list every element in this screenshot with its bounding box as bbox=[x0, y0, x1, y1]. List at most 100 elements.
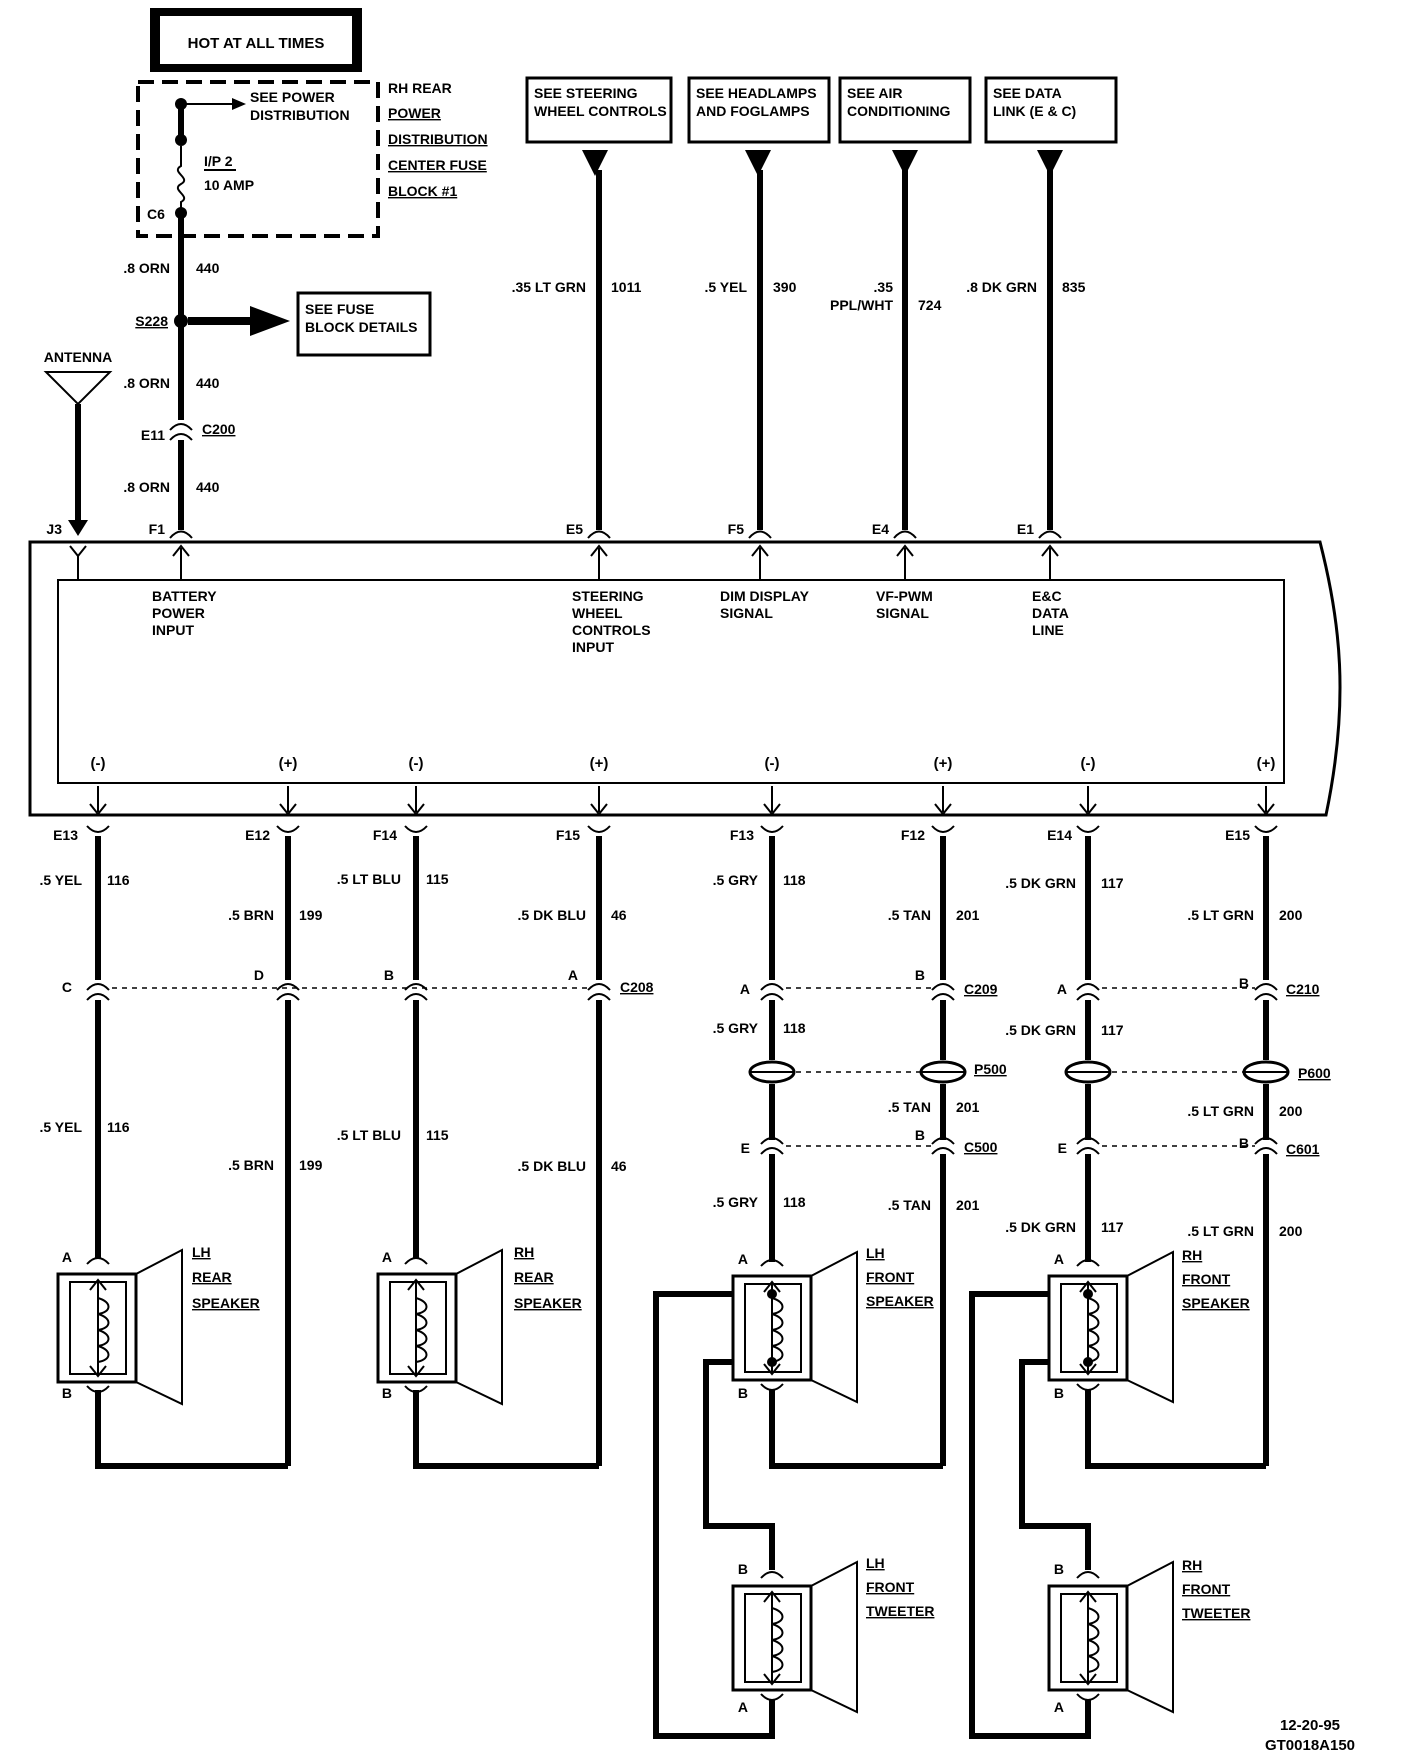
svg-text:201: 201 bbox=[956, 1197, 980, 1213]
svg-text:A: A bbox=[62, 1249, 72, 1265]
svg-text:B: B bbox=[915, 967, 925, 983]
svg-text:SPEAKER: SPEAKER bbox=[514, 1295, 582, 1311]
svg-text:E: E bbox=[1058, 1140, 1067, 1156]
wire-440-label-1: .8 ORN bbox=[123, 260, 170, 276]
fuse-block-label: RH REAR POWER DISTRIBUTION CENTER FUSE B… bbox=[388, 80, 488, 199]
lh-front-speaker-icon: A B bbox=[731, 1250, 858, 1404]
svg-text:STEERING: STEERING bbox=[572, 588, 644, 604]
svg-text:FRONT: FRONT bbox=[1182, 1271, 1231, 1287]
svg-text:RH REAR: RH REAR bbox=[388, 80, 452, 96]
grommet-p600: P600 bbox=[1064, 1060, 1331, 1084]
svg-text:A: A bbox=[382, 1249, 392, 1265]
svg-text:TWEETER: TWEETER bbox=[1182, 1605, 1250, 1621]
connector-c210: C210 bbox=[1076, 981, 1320, 1001]
wire-835: .8 DK GRN 835 E1 bbox=[966, 150, 1086, 539]
svg-text:E11: E11 bbox=[141, 427, 165, 443]
svg-text:F1: F1 bbox=[149, 521, 166, 537]
dim-display-signal-label: DIM DISPLAY SIGNAL bbox=[720, 588, 810, 621]
svg-text:SPEAKER: SPEAKER bbox=[192, 1295, 260, 1311]
svg-text:E&C: E&C bbox=[1032, 588, 1062, 604]
svg-text:C601: C601 bbox=[1286, 1141, 1320, 1157]
svg-text:B: B bbox=[1239, 1135, 1249, 1151]
svg-text:117: 117 bbox=[1101, 875, 1124, 891]
svg-text:724: 724 bbox=[918, 297, 942, 313]
svg-text:C210: C210 bbox=[1286, 981, 1320, 997]
svg-text:DISTRIBUTION: DISTRIBUTION bbox=[388, 131, 488, 147]
svg-text:116: 116 bbox=[107, 872, 130, 888]
svg-text:117: 117 bbox=[1101, 1022, 1124, 1038]
svg-text:C: C bbox=[62, 979, 72, 995]
output-e12: (+) E12 .5 BRN 199 .5 BRN 199 D bbox=[228, 755, 322, 1173]
svg-text:201: 201 bbox=[956, 907, 980, 923]
svg-text:LINK (E & C): LINK (E & C) bbox=[993, 103, 1076, 119]
svg-text:.5 LT GRN: .5 LT GRN bbox=[1187, 1103, 1254, 1119]
svg-text:A: A bbox=[740, 981, 750, 997]
svg-text:.8 ORN: .8 ORN bbox=[123, 375, 170, 391]
svg-text:.5 YEL: .5 YEL bbox=[39, 1119, 82, 1135]
see-fuse-block-box bbox=[296, 291, 432, 357]
svg-text:POWER: POWER bbox=[388, 105, 441, 121]
svg-text:I/P 2: I/P 2 bbox=[204, 153, 233, 169]
svg-text:WHEEL CONTROLS: WHEEL CONTROLS bbox=[534, 103, 667, 119]
svg-text:SEE FUSE: SEE FUSE bbox=[305, 301, 374, 317]
svg-text:FRONT: FRONT bbox=[866, 1579, 915, 1595]
svg-text:VF-PWM: VF-PWM bbox=[876, 588, 933, 604]
svg-text:B: B bbox=[915, 1127, 925, 1143]
svg-text:DISTRIBUTION: DISTRIBUTION bbox=[250, 107, 350, 123]
battery-power-input-label: BATTERY POWER INPUT bbox=[152, 588, 217, 638]
rh-rear-speaker-icon: A B bbox=[376, 1248, 503, 1406]
svg-text:.5 DK GRN: .5 DK GRN bbox=[1005, 1022, 1076, 1038]
svg-text:E15: E15 bbox=[1225, 827, 1250, 843]
svg-text:DIM DISPLAY: DIM DISPLAY bbox=[720, 588, 810, 604]
svg-text:INPUT: INPUT bbox=[152, 622, 194, 638]
svg-text:A: A bbox=[738, 1251, 748, 1267]
hot-at-all-times-label: HOT AT ALL TIMES bbox=[188, 35, 325, 52]
fuse-block-outline bbox=[136, 80, 380, 238]
svg-text:B: B bbox=[382, 1385, 392, 1401]
grommet-p500: P500 bbox=[748, 1060, 1007, 1084]
svg-text:.35 LT GRN: .35 LT GRN bbox=[512, 279, 586, 295]
rh-front-speaker-label: RH FRONT SPEAKER bbox=[1182, 1247, 1250, 1311]
hot-at-all-times-box: HOT AT ALL TIMES bbox=[150, 8, 362, 72]
rh-front-tweeter-label: RH FRONT TWEETER bbox=[1182, 1557, 1250, 1621]
svg-text:200: 200 bbox=[1279, 907, 1303, 923]
see-air-conditioning-box: SEE AIR CONDITIONING bbox=[838, 76, 972, 144]
svg-text:(+): (+) bbox=[934, 755, 953, 772]
svg-text:440: 440 bbox=[196, 479, 220, 495]
lh-rear-speaker-label: LH REAR SPEAKER bbox=[192, 1244, 260, 1311]
output-e14: (-) E14 .5 DK GRN 117 .5 DK GRN 117 .5 D… bbox=[1005, 755, 1124, 1235]
svg-text:LH: LH bbox=[866, 1245, 885, 1261]
svg-text:.8 DK GRN: .8 DK GRN bbox=[966, 279, 1037, 295]
svg-text:C200: C200 bbox=[202, 421, 236, 437]
svg-text:E: E bbox=[741, 1140, 750, 1156]
svg-text:F5: F5 bbox=[728, 521, 745, 537]
svg-text:116: 116 bbox=[107, 1119, 130, 1135]
lh-rear-speaker-icon: A B bbox=[56, 1248, 183, 1406]
svg-text:118: 118 bbox=[783, 872, 806, 888]
svg-text:INPUT: INPUT bbox=[572, 639, 614, 655]
connector-c209: C209 bbox=[760, 981, 998, 1001]
svg-text:REAR: REAR bbox=[192, 1269, 232, 1285]
rh-front-tweeter-icon: B A bbox=[1047, 1560, 1174, 1715]
svg-text:E13: E13 bbox=[53, 827, 78, 843]
lh-front-tweeter-icon: B A bbox=[731, 1560, 858, 1715]
svg-text:(-): (-) bbox=[409, 755, 424, 772]
output-e15: (+) E15 .5 LT GRN 200 .5 LT GRN 200 .5 L… bbox=[1187, 755, 1302, 1239]
see-headlamps-box: SEE HEADLAMPS AND FOGLAMPS bbox=[687, 76, 831, 144]
output-f15: (+) F15 .5 DK BLU 46 .5 DK BLU 46 A bbox=[518, 755, 627, 1174]
svg-text:.5 BRN: .5 BRN bbox=[228, 907, 274, 923]
svg-text:B: B bbox=[738, 1385, 748, 1401]
svg-text:115: 115 bbox=[426, 1127, 449, 1143]
svg-text:C6: C6 bbox=[147, 206, 165, 222]
svg-text:A: A bbox=[1054, 1699, 1064, 1715]
svg-text:440: 440 bbox=[196, 375, 220, 391]
svg-text:LINE: LINE bbox=[1032, 622, 1064, 638]
output-wires bbox=[86, 825, 1278, 980]
connector-c601: C601 bbox=[1076, 1137, 1320, 1157]
svg-text:SPEAKER: SPEAKER bbox=[866, 1293, 934, 1309]
svg-text:D: D bbox=[254, 967, 264, 983]
svg-text:117: 117 bbox=[1101, 1219, 1124, 1235]
drawing-date: 12-20-95 bbox=[1280, 1717, 1340, 1734]
svg-text:REAR: REAR bbox=[514, 1269, 554, 1285]
